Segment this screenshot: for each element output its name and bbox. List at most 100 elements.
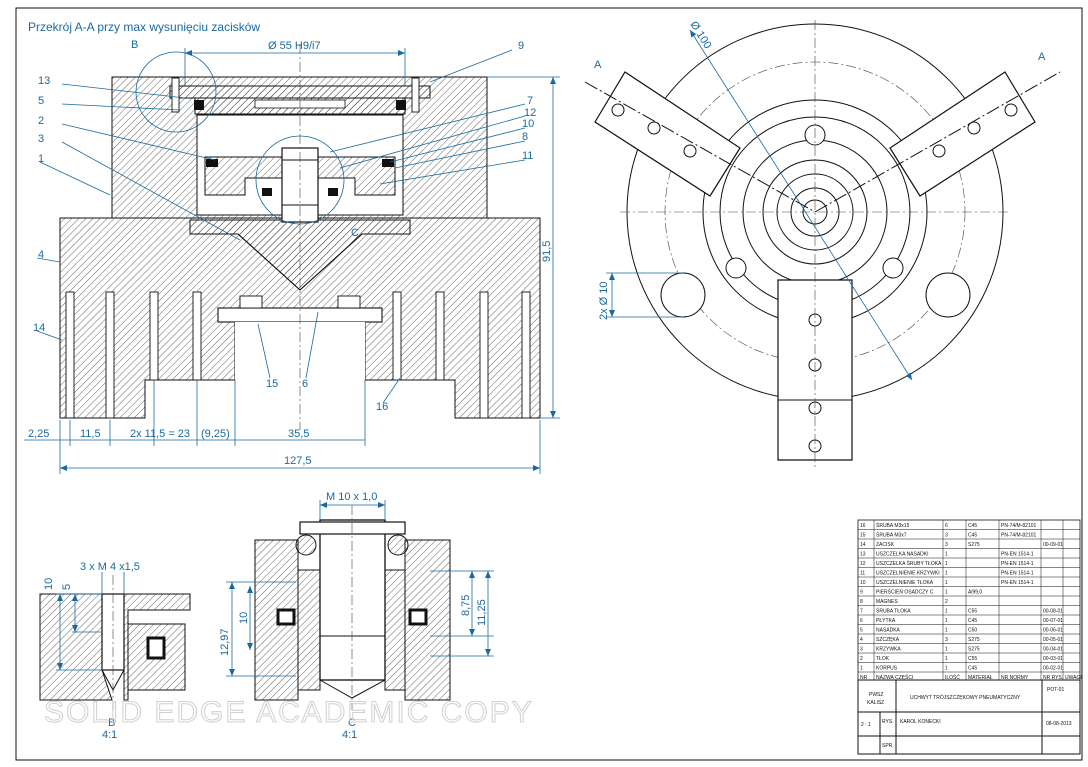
section-title: Przekrój A-A przy max wysunięciu zaciskó…: [28, 20, 260, 34]
bom-cell-name: KRZYWKA: [876, 647, 901, 653]
part-label-12: 12: [524, 107, 536, 119]
c-dim-8-75: 8,75: [460, 595, 472, 616]
drawn-label: RYS.: [882, 719, 894, 725]
bom-cell-nr: 6: [860, 618, 863, 624]
bom-header-norm: NR NORMY: [1001, 675, 1029, 681]
part-label-8: 8: [522, 131, 528, 143]
bom-cell-name: USZCZELKA NASADKI: [876, 552, 929, 558]
bom-cell-name: NASADKA: [876, 628, 901, 634]
section-a-a-view: B C: [59, 39, 541, 430]
detail-b-mark: B: [131, 39, 138, 51]
cap-screw-left: [171, 77, 180, 113]
bom-header-name: NAZWA CZĘŚCI: [876, 673, 913, 681]
dim-127-5: 127,5: [284, 455, 312, 467]
bom-cell-nr: 1: [860, 666, 863, 672]
bom-cell-name: USZCZELKA ŚRUBY TŁOKA: [876, 559, 942, 567]
bom-cell-norm: PN-EN 1514-1: [1001, 552, 1034, 558]
detail-c-circle: [255, 135, 345, 225]
top-view: A A Ø 100 2x Ø 10: [584, 19, 1061, 470]
bom-cell-name: ŚRUBA M3x15: [876, 521, 910, 529]
dim-11-5: 11,5: [80, 428, 101, 440]
school-line-2: KALISZ: [867, 700, 884, 706]
bom-cell-mat: C45: [968, 666, 977, 672]
bom-cell-nr: 14: [860, 542, 866, 548]
cap-screw-right: [411, 77, 420, 113]
bom-cell-norm: PN-EN 1514-1: [1001, 561, 1034, 567]
bom-cell-nr: 7: [860, 609, 863, 615]
cam-profile: [237, 233, 363, 291]
bom-cell-name: TŁOK: [876, 656, 890, 662]
bom-cell-qty: 3: [945, 533, 948, 539]
bom-cell-name: USZCZELNIENIE KRZYWKI: [876, 571, 940, 577]
part-label-11: 11: [522, 150, 533, 162]
bom-cell-mat: C50: [968, 628, 977, 634]
c-dim-10: 10: [238, 612, 250, 624]
part-label-7: 7: [527, 95, 533, 107]
sheet-frame: [15, 7, 1083, 761]
part-label-14: 14: [33, 322, 45, 334]
bom-cell-drw: 00-06-01: [1043, 628, 1063, 634]
bom-cell-name: PŁYTKA: [876, 618, 896, 624]
seal-bolt-right: [328, 188, 338, 196]
b-dim-10: 10: [43, 578, 55, 590]
bom-header-notes: UWAGI: [1065, 675, 1082, 681]
date: 08-08-2013: [1046, 721, 1072, 727]
detail-b-view: 10 5 3 x M 4 x1,5 B 4:1: [39, 561, 191, 741]
bom-cell-drw: 00-07-01: [1043, 618, 1063, 624]
bom-cell-drw: 00-05-01: [1043, 637, 1063, 643]
main-dimensions: Ø 55 H9/i7 91,5 2,25 11,5 2x 11,5 = 23 (…: [24, 40, 560, 474]
bom-cell-mat: C55: [968, 609, 977, 615]
bom-cell-qty: 1: [945, 628, 948, 634]
bom-cell-qty: 1: [945, 590, 948, 596]
part-label-3: 3: [38, 133, 44, 145]
drawing-title: UCHWYT TRÓJSZCZĘKOWY PNEUMATYCZNY: [910, 694, 1021, 701]
bom-cell-nr: 16: [860, 523, 866, 529]
detail-b-name: B: [108, 717, 115, 729]
bom-cell-nr: 13: [860, 552, 866, 558]
bom-cell-norm: PN-EN 1514-1: [1001, 571, 1034, 577]
bom-cell-name: USZCZELNIENIE TŁOKA: [876, 580, 934, 586]
bom-cell-qty: 1: [945, 571, 948, 577]
part-label-13: 13: [38, 75, 50, 87]
bom-cell-name: ZACISK: [876, 542, 895, 548]
part-label-2: 2: [38, 115, 44, 127]
b-thread-label: 3 x M 4 x1,5: [80, 561, 140, 573]
bom-cell-qty: 3: [945, 637, 948, 643]
bom-cell-qty: 1: [945, 647, 948, 653]
c-thread-label: M 10 x 1,0: [326, 491, 377, 503]
c-dim-11-25: 11,25: [476, 599, 488, 626]
bom-cell-mat: C45: [968, 618, 977, 624]
bom-header-qty: ILOŚĆ: [945, 673, 960, 681]
bom-cell-drw: 00-03-01: [1043, 656, 1063, 662]
b-dim-5: 5: [61, 584, 73, 590]
seal-piston-left: [206, 159, 218, 167]
bom-cell-qty: 1: [945, 561, 948, 567]
bom-cell-mat: S275: [968, 637, 980, 643]
bom-cell-name: PIERŚCIEŃ OSADCZY C: [876, 588, 934, 596]
dim-2-25: 2,25: [28, 428, 49, 440]
bom-cell-nr: 11: [860, 571, 865, 577]
detail-c-mark: C: [351, 227, 359, 239]
author: KAROL KONECKI: [900, 719, 941, 725]
bom-cell-nr: 2: [860, 656, 863, 662]
scale: 2 : 1: [861, 722, 871, 728]
part-label-4: 4: [38, 249, 44, 261]
plate-screw-right: [337, 295, 361, 309]
bom-cell-nr: 9: [860, 590, 863, 596]
plate-screw-left: [239, 295, 263, 309]
bom-cell-norm: PN-74/M-82101: [1001, 523, 1037, 529]
part-label-5: 5: [38, 95, 44, 107]
bom-cell-mat: S275: [968, 647, 980, 653]
part-label-9: 9: [518, 40, 524, 52]
bom-cell-qty: 6: [945, 523, 948, 529]
bom-cell-drw: 00-08-01: [1043, 609, 1063, 615]
part-label-6: 6: [302, 378, 308, 390]
bom-cell-nr: 12: [860, 561, 866, 567]
seal-cap-left: [194, 100, 204, 110]
bom-cell-nr: 5: [860, 628, 863, 634]
bom-cell-name: ŚRUBA M3x7: [876, 531, 907, 539]
bom-cell-qty: 2: [945, 599, 948, 605]
bom-cell-qty: 1: [945, 666, 948, 672]
bom-cell-drw: 00-04-01: [1043, 647, 1063, 653]
bom-cell-nr: 4: [860, 637, 863, 643]
